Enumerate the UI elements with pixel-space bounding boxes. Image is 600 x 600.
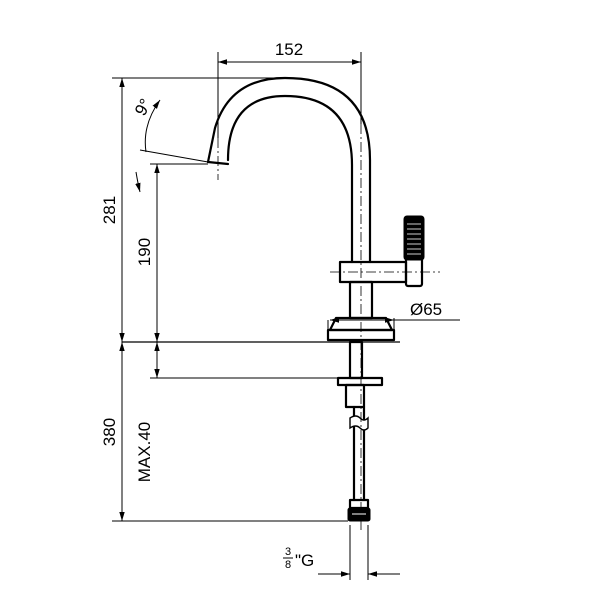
dim-spout-height-label: 190 bbox=[135, 238, 154, 266]
dim-max-counter: MAX.40 bbox=[135, 342, 338, 482]
hose-break-mark bbox=[349, 415, 369, 431]
faucet-outline bbox=[122, 76, 425, 522]
handle-lever bbox=[403, 215, 425, 261]
dim-total-height: 281 bbox=[100, 77, 285, 342]
center-lines bbox=[217, 124, 440, 530]
hose-connector bbox=[348, 498, 370, 510]
spout-inner-contour bbox=[226, 94, 354, 264]
spout-outer-contour bbox=[206, 76, 372, 264]
dim-spout-reach: 152 bbox=[217, 40, 362, 138]
shank-upper bbox=[348, 340, 364, 380]
dim-spout-angle-label: 9° bbox=[131, 95, 156, 119]
dim-total-height-label: 281 bbox=[100, 196, 119, 224]
dim-shank-length: 380 bbox=[100, 342, 348, 522]
dim-thread-suffix: "G bbox=[295, 551, 314, 570]
handle-knurling bbox=[407, 223, 421, 255]
dim-thread-denominator: 8 bbox=[285, 559, 291, 571]
dim-spout-reach-label: 152 bbox=[275, 40, 303, 59]
dim-base-diameter: Ø65 bbox=[327, 300, 460, 338]
dim-thread-size: 3 8 "G bbox=[283, 525, 400, 580]
dim-thread-numerator: 3 bbox=[285, 546, 291, 558]
dim-spout-angle: 9° bbox=[131, 95, 209, 193]
dim-max-counter-label: MAX.40 bbox=[135, 422, 154, 482]
dim-spout-height: 190 bbox=[135, 163, 208, 342]
dim-shank-length-label: 380 bbox=[100, 418, 119, 446]
dim-base-diameter-label: Ø65 bbox=[410, 300, 442, 319]
